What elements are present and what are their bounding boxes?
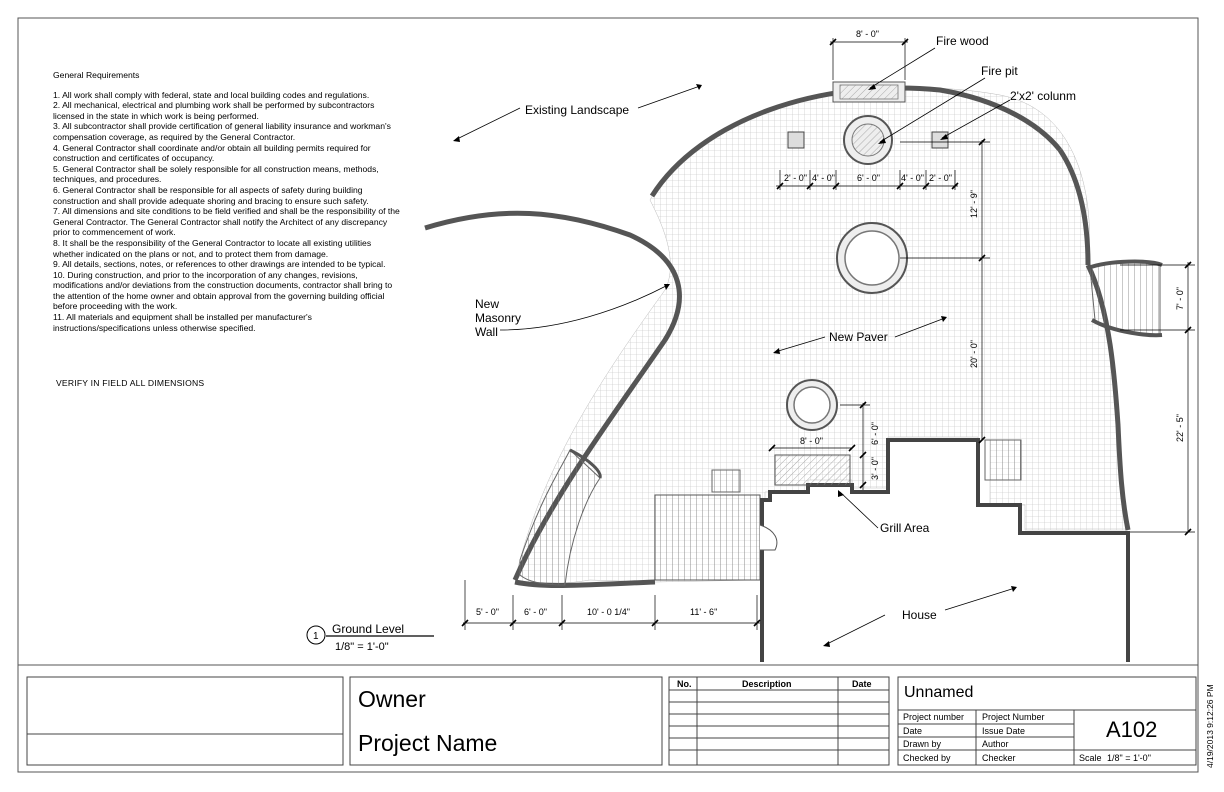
sheet-name: Unnamed [904, 684, 974, 701]
dim-firepit: 6' - 0" [857, 173, 880, 183]
general-requirements: General Requirements 1. All work shall c… [53, 70, 403, 333]
view-number: 1 [313, 631, 319, 642]
dim-grill: 8' - 0" [800, 436, 823, 446]
label-masonry-3: Wall [475, 325, 498, 339]
label-masonry-2: Masonry [475, 311, 521, 325]
column-left [787, 131, 805, 149]
row-label: Checked by [903, 753, 951, 763]
paver-area [514, 87, 1129, 584]
house-outline [760, 438, 1130, 662]
label-grill-area: Grill Area [880, 521, 930, 535]
deck [654, 494, 761, 581]
note-item: 5. General Contractor shall be solely re… [53, 163, 379, 185]
note-item: 7. All dimensions and site conditions to… [53, 206, 400, 238]
dim-b4: 11' - 6" [690, 607, 717, 617]
view-scale: 1/8" = 1'-0" [335, 641, 389, 653]
view-name: Ground Level [332, 622, 404, 636]
print-timestamp: 4/19/2013 9:12:26 PM [1205, 684, 1215, 768]
dim-v-22-5: 22' - 5" [1175, 414, 1185, 442]
note-item: 4. General Contractor shall coordinate a… [53, 142, 371, 164]
dim-b3: 10' - 0 1/4" [587, 607, 630, 617]
leader-arrows [453, 84, 1017, 647]
dimension-texts: 8' - 0" 2' - 0" 4' - 0" 6' - 0" 4' - 0" … [476, 29, 1185, 617]
note-item: 8. It shall be the responsibility of the… [53, 237, 372, 259]
rev-header-description: Description [742, 679, 792, 689]
dim-v-7-0: 7' - 0" [1175, 287, 1185, 310]
verify-note: VERIFY IN FIELD ALL DIMENSIONS [56, 378, 205, 388]
sheet-number: A102 [1106, 717, 1158, 742]
label-new-paver: New Paver [829, 330, 888, 344]
note-item: 6. General Contractor shall be responsib… [53, 184, 369, 206]
note-item: 1. All work shall comply with federal, s… [53, 89, 370, 100]
rev-header-date: Date [852, 679, 872, 689]
dim-grill-v3: 3' - 0" [870, 457, 880, 480]
row-label: Date [903, 726, 923, 736]
dim-b2: 6' - 0" [524, 607, 547, 617]
dim-gap-left: 4' - 0" [812, 173, 835, 183]
row-value: Issue Date [982, 726, 1026, 736]
title-block-frames [26, 676, 1197, 766]
project-name-text: Project Name [358, 730, 498, 756]
rev-header-no: No. [677, 679, 692, 689]
dim-gap-right: 4' - 0" [901, 173, 924, 183]
label-fire-wood: Fire wood [936, 34, 989, 48]
row-value: Author [982, 739, 1009, 749]
label-existing-landscape: Existing Landscape [525, 103, 629, 117]
scale-label: Scale [1079, 753, 1102, 763]
note-item: 9. All details, sections, notes, or refe… [53, 259, 386, 270]
dimension-ticks [461, 38, 1192, 627]
scale-value: 1/8" = 1'-0" [1107, 753, 1151, 763]
row-value: Checker [982, 753, 1016, 763]
note-item: 3. All subcontractor shall provide certi… [53, 121, 391, 142]
dim-col-left: 2' - 0" [784, 173, 807, 183]
dim-firewood: 8' - 0" [856, 29, 879, 39]
grill-area [774, 454, 851, 486]
row-label: Drawn by [903, 739, 942, 749]
label-masonry-1: New [475, 297, 499, 311]
leader-lines [454, 47, 1016, 646]
notes-heading: General Requirements [53, 70, 140, 80]
label-fire-pit: Fire pit [981, 64, 1018, 78]
dim-v-12-9: 12' - 9" [969, 190, 979, 218]
row-value: Project Number [982, 712, 1045, 722]
row-label: Project number [903, 712, 965, 722]
note-item: 11. All materials and equipment shall be… [53, 312, 312, 333]
view-number-circle [306, 625, 326, 645]
dim-col-right: 2' - 0" [929, 173, 952, 183]
sheet-border [17, 17, 1199, 773]
dim-grill-v6: 6' - 0" [870, 422, 880, 445]
label-column: 2'x2' colunm [1010, 89, 1076, 103]
label-house: House [902, 608, 937, 622]
dim-v-20-0: 20' - 0" [969, 340, 979, 368]
note-item: 2. All mechanical, electrical and plumbi… [53, 100, 375, 121]
owner-text: Owner [358, 686, 426, 712]
plan-labels: Fire wood Fire pit 2'x2' colunm Existing… [475, 34, 1076, 622]
dim-b1: 5' - 0" [476, 607, 499, 617]
note-item: 10. During construction, and prior to th… [53, 269, 393, 312]
